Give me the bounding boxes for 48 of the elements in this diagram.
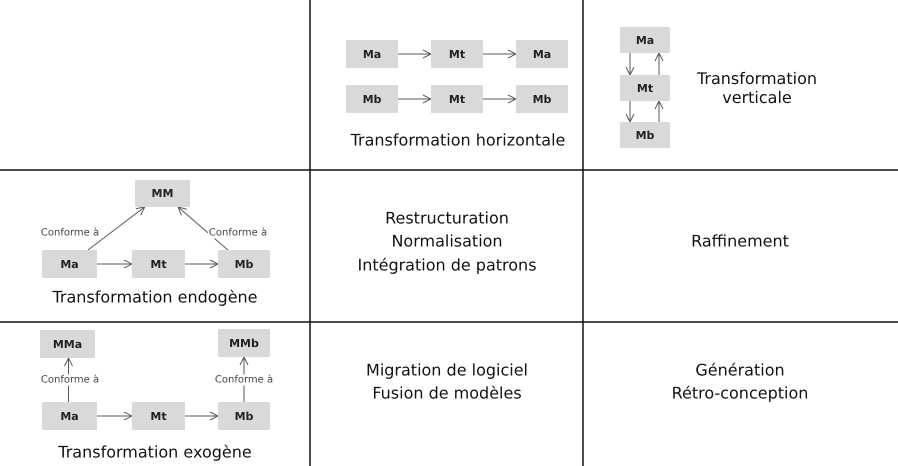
cell-text: Transformation exogène — [58, 442, 252, 462]
cell-text: Raffinement — [691, 232, 789, 250]
edge-label: Conforme à — [214, 374, 274, 386]
model-box: Mb — [346, 85, 398, 113]
arrow — [184, 260, 218, 268]
arrow — [398, 50, 432, 58]
cell-text: Transformation verticale — [696, 69, 818, 107]
edge-label: Conforme à — [40, 228, 100, 238]
model-box: Ma — [620, 27, 670, 53]
model-box: Ma — [42, 250, 97, 278]
model-box: MM — [135, 180, 190, 207]
model-box: Mb — [516, 85, 568, 113]
model-box: Mb — [218, 402, 270, 430]
model-box: Mt — [431, 40, 483, 68]
arrow — [87, 206, 146, 250]
model-box: Mt — [431, 85, 483, 113]
arrow — [482, 50, 516, 58]
model-box: Mt — [620, 75, 670, 101]
cell-text: Fusion de modèles — [372, 384, 522, 402]
model-box: Mb — [620, 122, 670, 148]
cell-text: Transformation horizontale — [350, 130, 566, 150]
edge-label: Conforme à — [40, 374, 100, 386]
arrow — [398, 94, 432, 104]
model-box: MMa — [40, 330, 95, 358]
model-box: Mb — [218, 250, 270, 278]
edge-label: Conforme à — [208, 228, 268, 238]
cell-text: Transformation endogène — [52, 288, 258, 306]
model-box: Ma — [516, 40, 568, 68]
cell-text: Intégration de patrons — [357, 256, 537, 274]
model-box: MMb — [218, 329, 270, 357]
cell-text: Migration de logiciel — [366, 360, 528, 380]
arrow — [626, 100, 634, 122]
arrow — [654, 52, 664, 76]
cell-text: Rétro-conception — [672, 384, 808, 402]
model-box: Mt — [132, 250, 185, 278]
arrow — [96, 412, 132, 420]
model-box: Mt — [132, 402, 185, 430]
arrow — [626, 52, 634, 76]
model-box: Ma — [346, 40, 398, 68]
arrow — [96, 260, 132, 268]
arrow — [178, 206, 228, 250]
cell-text: Normalisation — [391, 232, 503, 250]
arrow — [654, 100, 664, 122]
arrow — [482, 94, 516, 104]
model-box: Ma — [42, 402, 97, 430]
cell-text: Génération — [695, 360, 785, 380]
arrow — [184, 412, 218, 420]
cell-text: Restructuration — [385, 208, 509, 228]
